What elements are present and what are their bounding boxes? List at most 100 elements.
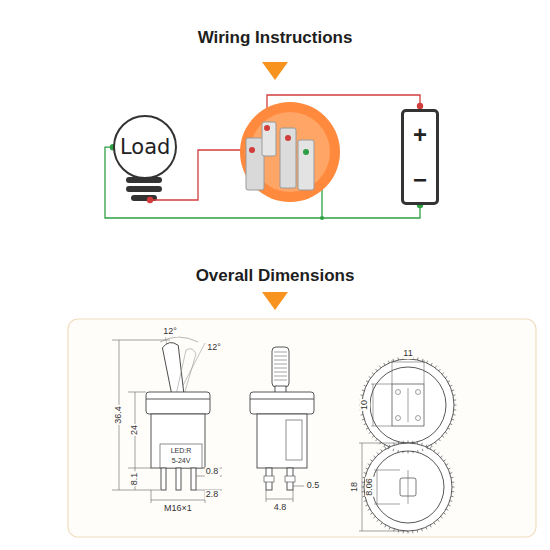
knurl-tick bbox=[442, 436, 444, 438]
knurl-tick bbox=[453, 414, 455, 416]
dimension-line bbox=[371, 360, 424, 426]
knurl-tick bbox=[366, 505, 368, 506]
dimension-value: 0.5 bbox=[306, 481, 321, 491]
knurl-tick bbox=[451, 477, 453, 479]
front-view-part bbox=[160, 444, 202, 468]
heading-arrow bbox=[262, 292, 288, 310]
knurl-tick bbox=[448, 468, 450, 469]
knurl-tick bbox=[384, 445, 385, 447]
front-view-part-part bbox=[162, 341, 186, 396]
knurl-tick bbox=[451, 496, 453, 498]
bulb-base-part bbox=[126, 186, 162, 192]
body-marking: LED:R bbox=[170, 447, 193, 455]
dimension-value: 18 bbox=[350, 481, 360, 493]
knurl-tick bbox=[362, 390, 364, 392]
lever-rib bbox=[274, 376, 287, 377]
knurl-tick bbox=[372, 373, 374, 375]
dimension-line-part bbox=[392, 362, 424, 363]
dimension-value: 0.8 bbox=[205, 467, 220, 477]
load-label: Load bbox=[120, 135, 170, 159]
dimension-panel bbox=[68, 319, 536, 537]
toggle-switch-illustration-part bbox=[298, 140, 314, 190]
knurl-tick bbox=[454, 405, 457, 406]
knurl-tick bbox=[370, 513, 372, 514]
knurl-tick bbox=[393, 529, 395, 531]
knurl-tick bbox=[379, 366, 380, 368]
dimension-value: 4.8 bbox=[273, 503, 288, 513]
front-view bbox=[146, 336, 210, 490]
knurl-tick bbox=[431, 445, 432, 447]
knurl-tick bbox=[439, 439, 441, 441]
dimension-line bbox=[359, 443, 408, 531]
knurl-tick bbox=[426, 445, 427, 447]
knurl-tick bbox=[430, 447, 431, 449]
body-marking: 5-24V bbox=[171, 457, 192, 465]
knurl-tick bbox=[403, 441, 404, 443]
knurl-tick bbox=[421, 443, 423, 445]
knurl-tick bbox=[417, 450, 419, 452]
knurl-tick bbox=[364, 424, 366, 425]
knurl-tick bbox=[437, 452, 439, 454]
knurl-tick bbox=[398, 530, 400, 532]
dimension-line-part bbox=[374, 470, 400, 471]
front-view-part bbox=[151, 414, 205, 468]
knurl-tick bbox=[398, 442, 400, 444]
knurl-tick bbox=[381, 449, 382, 451]
lever-rib bbox=[274, 360, 287, 361]
lever-rib bbox=[274, 356, 287, 357]
knurl-tick bbox=[361, 414, 363, 416]
front-view-part bbox=[146, 399, 210, 400]
knurl-tick bbox=[397, 450, 399, 452]
toggle-switch-illustration-part bbox=[246, 138, 264, 190]
knurl-tick bbox=[368, 509, 370, 510]
toggle-switch-illustration-part bbox=[264, 125, 270, 131]
knurl-tick bbox=[446, 509, 448, 510]
knurl-tick bbox=[369, 432, 371, 433]
knurl-tick bbox=[435, 366, 436, 368]
dimension-value: 24 bbox=[130, 424, 140, 436]
front-view-part bbox=[161, 468, 166, 490]
lever-ribs bbox=[274, 352, 287, 380]
dimension-line-part bbox=[128, 468, 151, 469]
knurl-tick bbox=[412, 531, 413, 533]
knurl-tick bbox=[445, 432, 447, 433]
dimension-line-part bbox=[128, 392, 146, 393]
toggle-switch-illustration-part bbox=[303, 149, 309, 155]
knurl-tick bbox=[412, 451, 413, 453]
knurl-tick bbox=[381, 523, 382, 525]
knurl-tick bbox=[397, 358, 399, 360]
polarity-sign: − bbox=[413, 168, 427, 192]
knurl-tick bbox=[373, 456, 375, 458]
toggle-switch-illustration-part bbox=[240, 102, 340, 202]
polarity-sign: + bbox=[413, 123, 427, 147]
battery: +− bbox=[401, 109, 439, 205]
knurl-tick bbox=[442, 373, 444, 375]
dimension-line-part bbox=[112, 340, 170, 341]
knurl-tick bbox=[376, 439, 378, 441]
knurl-tick bbox=[427, 361, 428, 363]
top-view-part bbox=[408, 388, 409, 422]
dimension-line bbox=[112, 340, 222, 503]
knurl-tick bbox=[362, 419, 364, 421]
knurl-tick bbox=[454, 399, 456, 400]
front-view-part bbox=[162, 341, 186, 396]
knurl-tick bbox=[412, 441, 413, 443]
side-view-part bbox=[285, 476, 295, 482]
knurl-tick bbox=[445, 376, 447, 377]
knurl-tick bbox=[388, 447, 389, 449]
dimension-line-part bbox=[377, 470, 378, 504]
dimension-value: 10 bbox=[360, 399, 370, 411]
knurl-tick bbox=[427, 447, 428, 449]
side-view-part bbox=[257, 414, 307, 468]
heading-arrow bbox=[262, 62, 288, 80]
knurl-tick bbox=[426, 527, 427, 529]
side-view-part bbox=[272, 347, 289, 387]
side-view-part bbox=[264, 476, 274, 482]
knurl-tick bbox=[408, 451, 409, 454]
knurl-tick bbox=[364, 385, 366, 386]
knurl-tick bbox=[385, 447, 386, 449]
knurl-tick bbox=[452, 487, 455, 488]
dimension-value: 8.1 bbox=[130, 472, 140, 487]
side-view-part bbox=[286, 420, 302, 460]
knurl-tick bbox=[441, 456, 443, 458]
